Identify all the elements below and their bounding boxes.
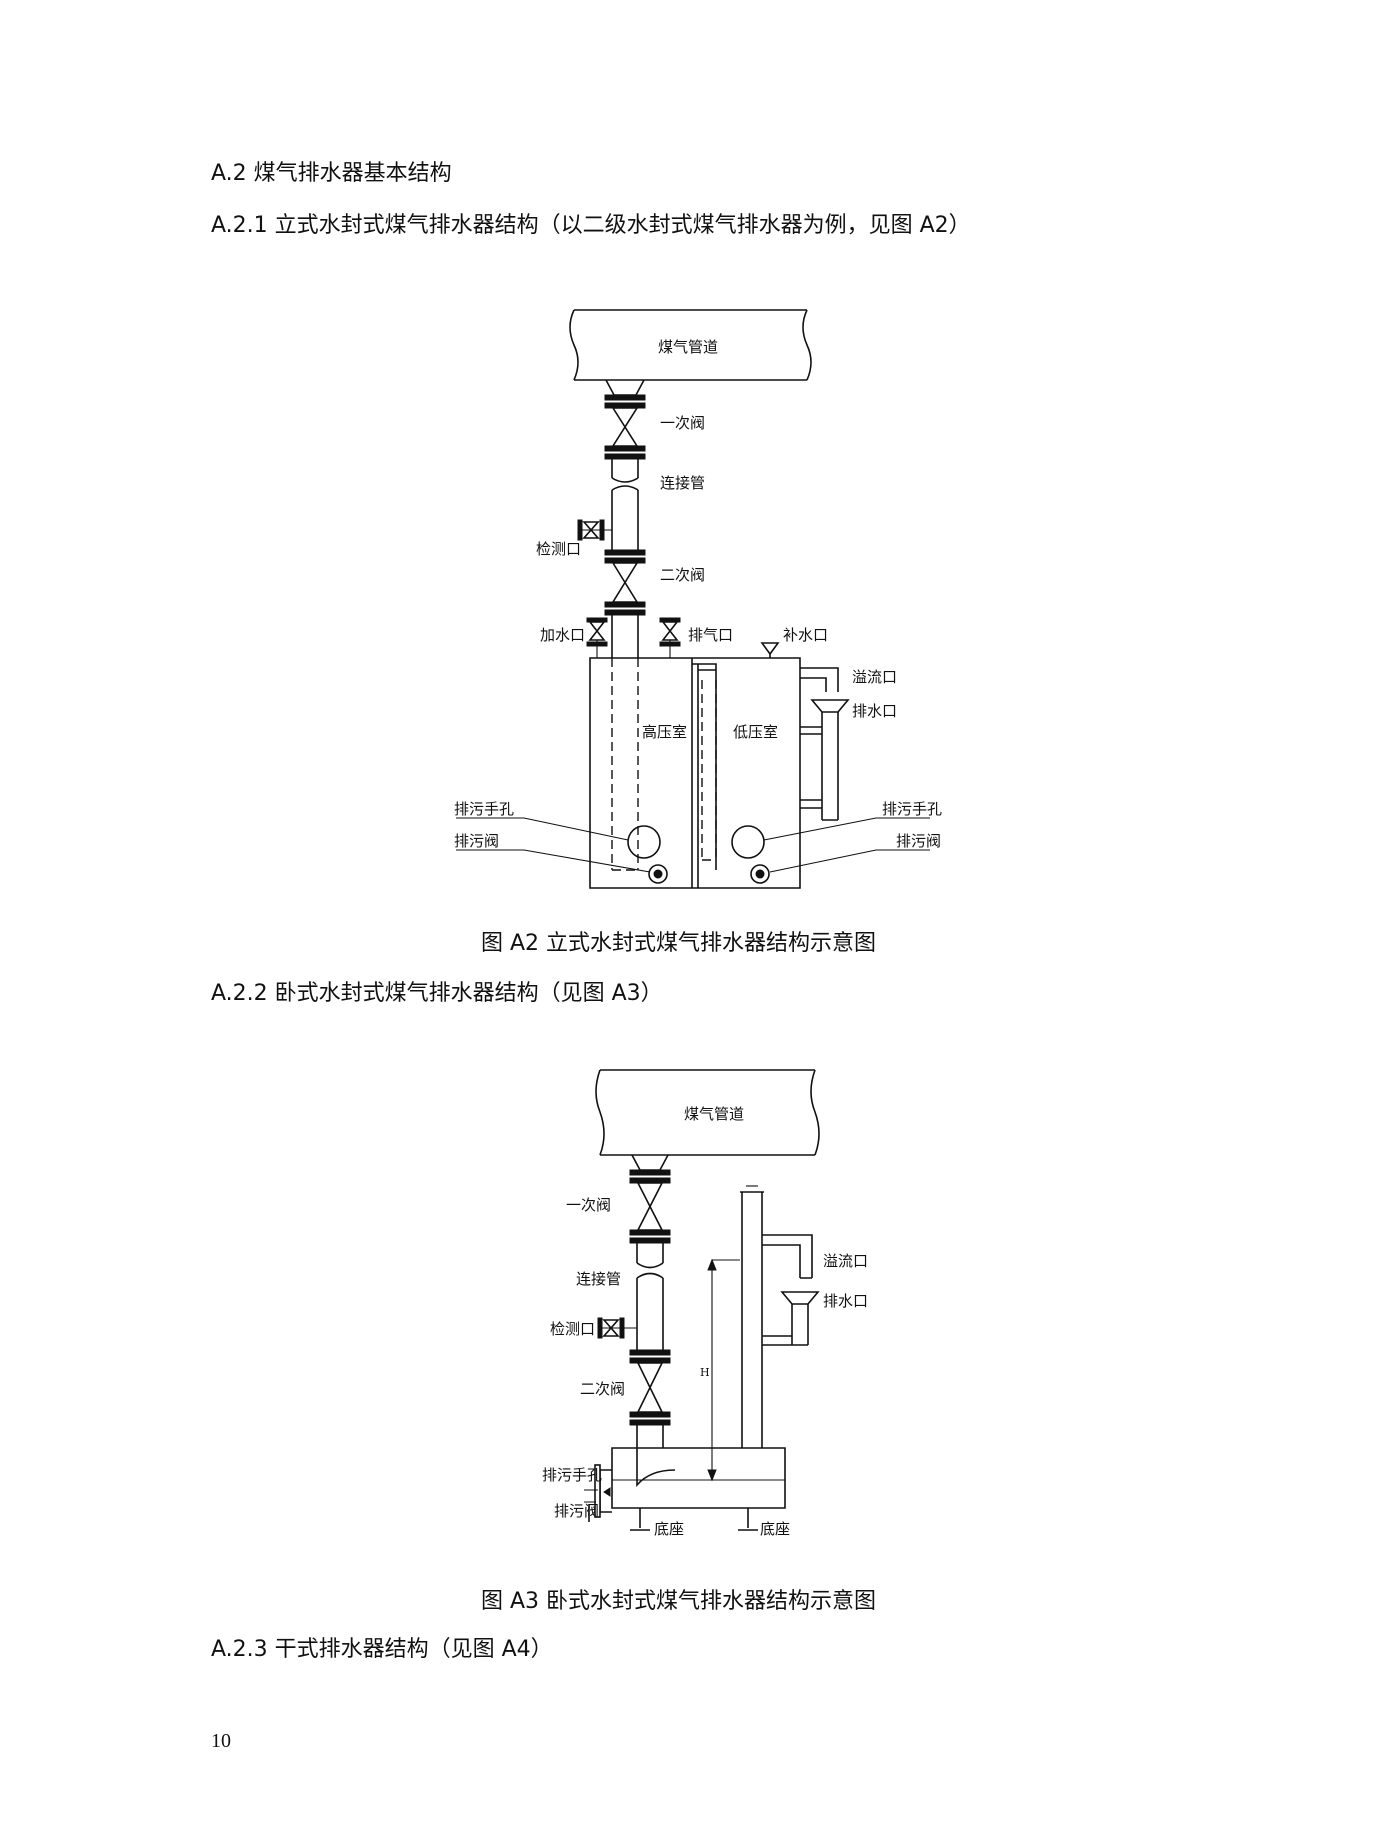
fig-a3-label-drain: 排水口 (823, 1292, 868, 1310)
fig-a2-label-detect: 检测口 (536, 540, 581, 558)
fig-a3-label-valve2: 二次阀 (580, 1380, 625, 1398)
fig-a3-label-base1: 底座 (654, 1520, 684, 1538)
section-heading-a22: A.2.2 卧式水封式煤气排水器结构（见图 A3） (211, 981, 663, 1006)
fig-a3-label-valve: 排污阀 (554, 1502, 599, 1520)
fig-a2-label-overflow: 溢流口 (852, 668, 897, 686)
fig-a3-label-overflow: 溢流口 (823, 1252, 868, 1270)
fig-a3-label-detect: 检测口 (550, 1320, 595, 1338)
figure-a3-diagram: 煤气管道 一次阀 连接管 检测口 二次阀 H 溢流口 排水口 排污手孔 排污阀 (542, 1069, 868, 1538)
fig-a2-label-valve-right: 排污阀 (896, 832, 941, 850)
section-heading-a2: A.2 煤气排水器基本结构 (211, 161, 452, 186)
fig-a2-label-valve-left: 排污阀 (454, 832, 499, 850)
fig-a3-label-pipe: 煤气管道 (684, 1105, 744, 1123)
fig-a3-label-valve1: 一次阀 (566, 1196, 611, 1214)
fig-a3-label-connect: 连接管 (576, 1270, 621, 1288)
fig-a2-label-pipe: 煤气管道 (658, 338, 718, 356)
fig-a3-label-base2: 底座 (760, 1520, 790, 1538)
fig-a2-label-makeup: 补水口 (783, 626, 828, 644)
fig-a2-label-valve1: 一次阀 (660, 414, 705, 432)
fig-a2-label-vent: 排气口 (688, 626, 733, 644)
section-heading-a21: A.2.1 立式水封式煤气排水器结构（以二级水封式煤气排水器为例，见图 A2） (211, 213, 971, 238)
page-number: 10 (211, 1730, 231, 1752)
fig-a2-label-low: 低压室 (733, 723, 778, 741)
fig-a2-label-drain: 排水口 (852, 702, 897, 720)
fig-a2-label-handhole-left: 排污手孔 (454, 800, 514, 818)
section-heading-a23: A.2.3 干式排水器结构（见图 A4） (211, 1637, 553, 1662)
figure-a3-caption: 图 A3 卧式水封式煤气排水器结构示意图 (481, 1589, 877, 1614)
fig-a3-label-handhole: 排污手孔 (542, 1466, 602, 1484)
fig-a2-label-valve2: 二次阀 (660, 566, 705, 584)
fig-a3-label-h: H (700, 1366, 710, 1379)
fig-a2-label-fill: 加水口 (540, 626, 585, 644)
fig-a2-label-high: 高压室 (642, 723, 687, 741)
figure-a2-caption: 图 A2 立式水封式煤气排水器结构示意图 (481, 931, 877, 956)
fig-a2-label-handhole-right: 排污手孔 (882, 800, 942, 818)
fig-a2-label-connect: 连接管 (660, 474, 705, 492)
figure-a2-diagram: 煤气管道 一次阀 连接管 检测口 二次阀 高压室 低压室 加水口 排气口 (454, 309, 942, 889)
